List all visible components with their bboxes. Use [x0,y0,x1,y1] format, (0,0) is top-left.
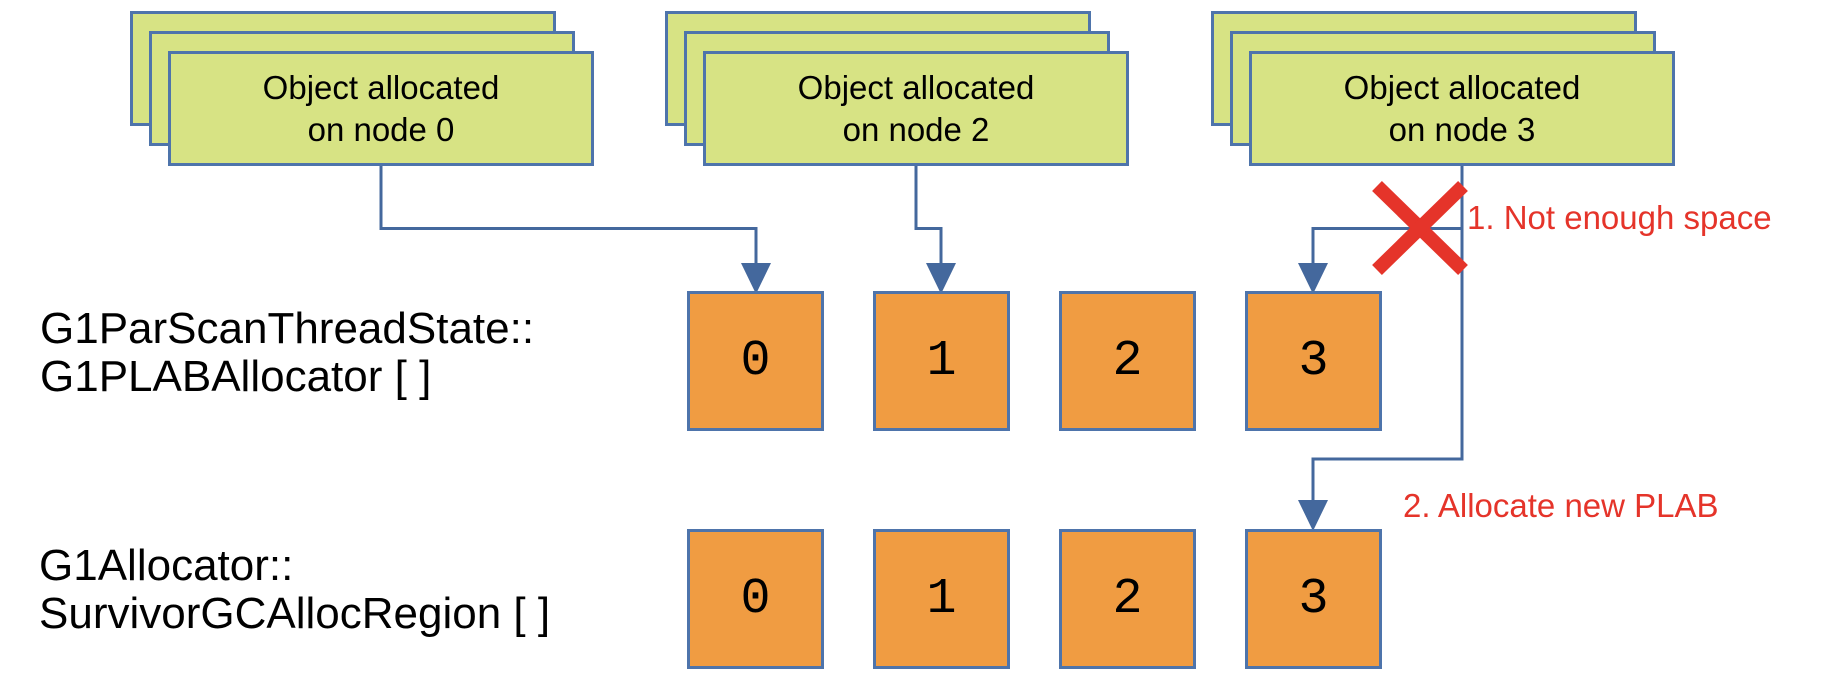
arrowhead-plab0 [741,263,771,294]
plab-array-label-line2: G1PLABAllocator [ ] [40,352,432,401]
survivor-array-label: G1Allocator:: SurvivorGCAllocRegion [ ] [39,542,550,638]
plab-cell-0: 0 [687,291,824,431]
stack-card-front-node3: Object allocated on node 3 [1249,51,1675,166]
stack-label-line2: on node 2 [842,110,990,148]
stack-label-line2: on node 0 [307,110,455,148]
annotation-not-enough-space: 1. Not enough space [1467,199,1772,236]
survivor-cell-1: 1 [873,529,1010,669]
survivor-cell-3: 3 [1245,529,1382,669]
connector-node2-to-plab1 [914,166,943,265]
plab-cell-2: 2 [1059,291,1196,431]
stack-label-line1: Object allocated [1343,68,1581,106]
survivor-cell-2: 2 [1059,529,1196,669]
stack-label-line1: Object allocated [262,68,500,106]
stack-card-front-node0: Object allocated on node 0 [168,51,594,166]
plab-cell-3: 3 [1245,291,1382,431]
annotation-allocate-new-plab: 2. Allocate new PLAB [1403,487,1719,524]
arrowhead-plab3 [1298,263,1328,294]
survivor-array-label-line2: SurvivorGCAllocRegion [ ] [39,589,551,638]
cross-icon [1372,180,1468,276]
connector-node0-to-plab0 [379,166,758,265]
survivor-cell-0: 0 [687,529,824,669]
connector-node3-branch-to-plab3 [1311,227,1462,265]
arrowhead-plab1 [926,263,956,294]
stack-card-front-node2: Object allocated on node 2 [703,51,1129,166]
arrowhead-survivor3 [1298,500,1328,531]
plab-array-label: G1ParScanThreadState:: G1PLABAllocator [… [40,305,534,401]
stack-label-line2: on node 3 [1388,110,1536,148]
stack-label-line1: Object allocated [797,68,1035,106]
plab-cell-1: 1 [873,291,1010,431]
survivor-array-label-line1: G1Allocator:: [39,541,294,590]
plab-array-label-line1: G1ParScanThreadState:: [40,304,535,353]
